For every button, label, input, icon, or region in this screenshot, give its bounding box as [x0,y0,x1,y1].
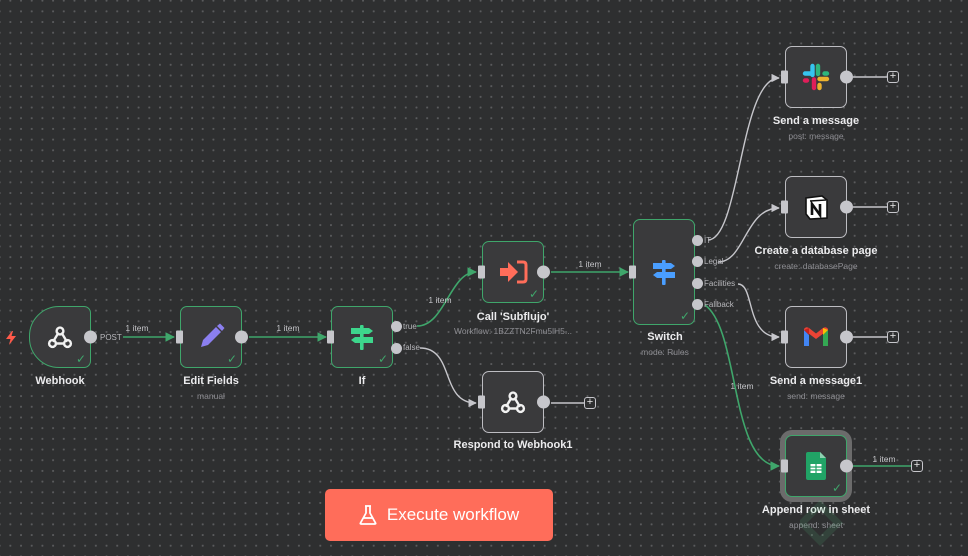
webhook-icon [496,385,530,419]
node-gmail[interactable] [781,306,853,368]
execute-workflow-label: Execute workflow [386,505,520,524]
edge-if-false-respond[interactable] [419,347,477,408]
node-subtitle-call-subflujo: Workflow: 1BZZTN2Fmu5lH5... [454,326,572,336]
input-handle[interactable] [781,459,788,473]
google-sheets-icon [799,449,833,483]
node-if[interactable]: ✓ [327,306,393,368]
input-handle[interactable] [478,265,485,279]
node-title-webhook: Webhook [35,375,85,387]
pencil-icon [194,320,228,354]
node-slack[interactable] [781,46,853,108]
edge-label-webhook-edit: 1 item [125,323,149,333]
edge-label-edit-if: 1 item [276,323,300,333]
platzi-watermark [797,500,860,555]
node-edit-fields[interactable]: ✓ [176,306,248,368]
if-false-label: false [403,343,420,352]
slack-icon [799,60,833,94]
node-webhook[interactable]: ✓ [29,306,97,368]
if-output-false[interactable] [391,343,402,354]
success-check-icon: ✓ [831,481,842,495]
switch-legal-label: Legal [704,257,724,266]
add-node-button[interactable]: + [887,71,899,83]
trigger-bolt-icon [6,331,16,345]
edge-label-if-call: 1 item [428,295,452,305]
input-handle[interactable] [176,330,183,344]
add-node-button[interactable]: + [887,201,899,213]
node-call-subflujo[interactable]: ✓ [478,241,550,303]
node-title-call-subflujo: Call 'Subflujo' [476,311,550,323]
output-handle[interactable] [840,70,853,84]
input-handle[interactable] [781,200,788,214]
add-node-button[interactable]: + [887,331,899,343]
edge-switch-it-slack[interactable] [707,73,780,241]
switch-fallback-label: Fallback [704,300,734,309]
execute-workflow-button[interactable]: Execute workflow [325,489,553,541]
success-check-icon: ✓ [377,352,388,366]
input-handle[interactable] [781,70,788,84]
node-title-slack: Send a message [772,115,860,127]
switch-output-fallback[interactable] [692,299,703,310]
node-title-notion: Create a database page [754,245,878,257]
node-subtitle-slack: post: message [788,131,844,141]
switch-output-legal[interactable] [692,256,703,267]
input-handle[interactable] [478,395,485,409]
edge-switch-facilities-gmail[interactable] [737,283,780,342]
success-check-icon: ✓ [528,287,539,301]
node-subtitle-gmail: send: message [787,391,845,401]
flask-icon [359,505,377,525]
node-notion[interactable] [781,176,853,238]
success-check-icon: ✓ [75,352,86,366]
execute-workflow-icon [496,255,530,289]
node-subtitle-google-sheets: append: sheet [789,520,843,530]
add-node-button[interactable]: + [911,460,923,472]
signpost-icon [345,320,379,354]
switch-it-label: IT [704,236,712,245]
node-title-respond-webhook: Respond to Webhook1 [453,439,573,451]
output-handle[interactable] [840,459,853,473]
node-title-google-sheets: Append row in sheet [761,504,871,516]
node-subtitle-switch: mode: Rules [641,347,689,357]
node-subtitle-notion: create: databasePage [774,261,858,271]
edge-label-switch-sheets: 1 item [730,381,754,391]
node-title-switch: Switch [647,331,683,343]
output-handle[interactable] [84,330,97,344]
node-google-sheets[interactable]: ✓ [781,435,853,497]
input-handle[interactable] [327,330,334,344]
node-switch[interactable]: ✓ [629,219,695,325]
signpost-icon [647,255,681,289]
webhook-output-label: POST [100,333,122,342]
switch-output-it[interactable] [692,235,703,246]
node-respond-webhook[interactable] [478,371,550,433]
output-handle[interactable] [537,395,550,409]
input-handle[interactable] [781,330,788,344]
add-node-button[interactable]: + [584,397,596,409]
output-handle[interactable] [537,265,550,279]
output-handle[interactable] [840,200,853,214]
notion-icon [799,190,833,224]
output-handle[interactable] [840,330,853,344]
input-handle[interactable] [629,265,636,279]
success-check-icon: ✓ [679,309,690,323]
if-true-label: true [403,322,417,331]
switch-facilities-label: Facilities [704,279,736,288]
switch-output-facilities[interactable] [692,278,703,289]
success-check-icon: ✓ [226,352,237,366]
node-subtitle-edit-fields: manual [197,391,225,401]
edge-label-call-switch: 1 item [578,259,602,269]
output-handle[interactable] [235,330,248,344]
node-title-if: If [358,375,366,387]
node-title-edit-fields: Edit Fields [183,375,239,387]
edge-label-sheets-out: 1 item [872,454,896,464]
if-output-true[interactable] [391,321,402,332]
webhook-icon [43,320,77,354]
gmail-icon [799,320,833,354]
node-title-gmail: Send a message1 [769,375,863,387]
